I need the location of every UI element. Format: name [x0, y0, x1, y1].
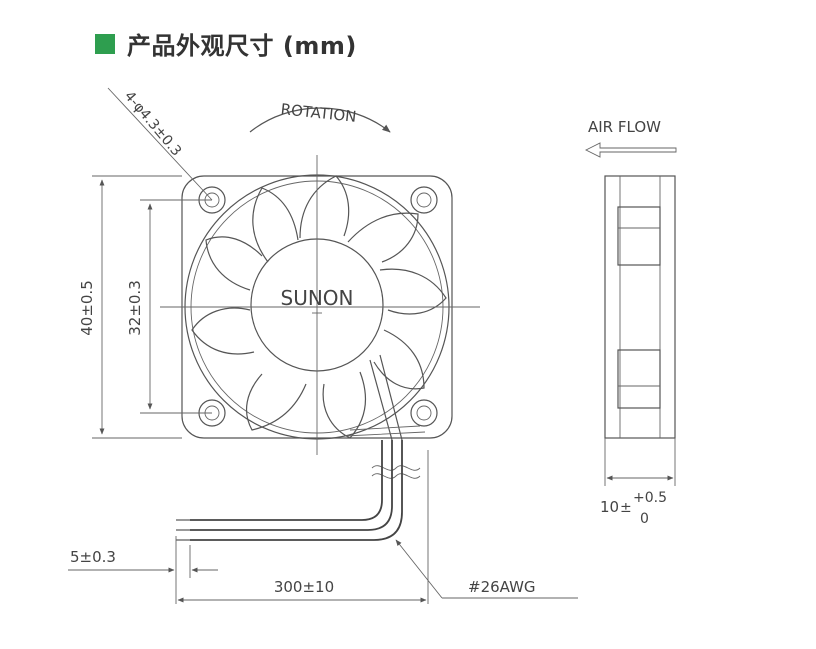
fan-side-view: AIR FLOW: [584, 118, 677, 439]
fan-front-view: SUNON: [160, 155, 480, 455]
outer-dimension-label: 40±0.5: [78, 280, 96, 336]
cable-lead: [176, 440, 429, 604]
wire-gauge-label: #26AWG: [468, 578, 536, 596]
side-frame: [604, 175, 676, 439]
page-title: 产品外观尺寸 (mm): [127, 32, 357, 60]
wire-gauge-callout: #26AWG: [395, 539, 578, 599]
hole-dimension: 32±0.3: [126, 199, 212, 414]
rotation-label: ROTATION: [280, 100, 357, 126]
title-square-icon: [95, 33, 115, 54]
airflow-label: AIR FLOW: [588, 118, 661, 136]
strip-dimension-label: 5±0.3: [70, 548, 116, 566]
thickness-dimension: 10 ± +0.5 0: [600, 438, 676, 527]
thickness-base-label: 10: [600, 498, 619, 516]
airflow-arrow-icon: [584, 142, 677, 158]
outer-dimension: 40±0.5: [78, 175, 182, 439]
title-bar: 产品外观尺寸 (mm): [95, 26, 357, 61]
fan-blades: [191, 175, 447, 439]
thickness-minus-label: 0: [640, 511, 649, 527]
hole-callout-label: 4-φ4.3±0.3: [121, 88, 184, 159]
side-slot-top: [617, 206, 661, 266]
thickness-plus-label: +0.5: [633, 490, 667, 506]
strip-dimension: 5±0.3: [68, 536, 218, 604]
hole-dimension-label: 32±0.3: [126, 280, 144, 336]
rotation-indicator: ROTATION: [249, 100, 391, 133]
hole-callout: 4-φ4.3±0.3: [107, 87, 213, 201]
length-dimension: 300±10: [177, 578, 427, 603]
length-dimension-label: 300±10: [274, 578, 334, 596]
thickness-plusminus: ±: [620, 500, 632, 516]
fan-brand-label: SUNON: [281, 286, 354, 310]
side-slot-bottom: [617, 349, 661, 409]
